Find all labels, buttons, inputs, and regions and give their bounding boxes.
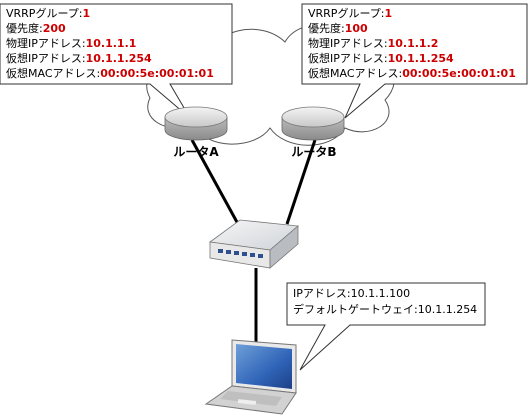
router-b-label-0: VRRPグループ:: [308, 6, 385, 20]
router-a-label-4: 仮想MACアドレス:: [6, 66, 100, 80]
svg-text:仮想IPアドレス:10.1.1.254: 仮想IPアドレス:10.1.1.254: [6, 51, 152, 65]
router-b-label-2: 物理IPアドレス:: [308, 36, 388, 50]
router-a-value-0: 1: [83, 7, 91, 20]
router-a-value-4: 00:00:5e:00:01:01: [100, 67, 214, 80]
router-a-callout: VRRPグループ:1 優先度:200 物理IPアドレス:10.1.1.1 仮想I…: [0, 3, 233, 119]
router-b-label-1: 優先度:: [308, 21, 345, 35]
router-b-value-3: 10.1.1.254: [388, 52, 454, 65]
svg-text:優先度:200: 優先度:200: [6, 21, 66, 35]
pc-ip-address: IPアドレス:10.1.1.100: [293, 287, 410, 300]
router-a-value-2: 10.1.1.1: [86, 37, 137, 50]
switch-icon: [208, 219, 299, 269]
svg-text:優先度:100: 優先度:100: [308, 21, 368, 35]
router-b-callout: VRRPグループ:1 優先度:100 物理IPアドレス:10.1.1.2 仮想I…: [301, 3, 528, 119]
router-b-name: ルータB: [291, 145, 336, 159]
router-b-value-0: 1: [385, 7, 393, 20]
router-a-label-2: 物理IPアドレス:: [6, 36, 86, 50]
svg-text:仮想IPアドレス:10.1.1.254: 仮想IPアドレス:10.1.1.254: [308, 51, 454, 65]
pc-default-gateway: デフォルトゲートウェイ:10.1.1.254: [293, 302, 477, 316]
link-router-a-switch: [190, 139, 240, 225]
router-a-label-3: 仮想IPアドレス:: [6, 51, 86, 65]
switch-ports: [218, 249, 263, 258]
router-a-label-0: VRRPグループ:: [6, 6, 83, 20]
router-a-name: ルータA: [173, 145, 219, 159]
svg-text:VRRPグループ:1: VRRPグループ:1: [308, 6, 392, 20]
router-b-value-1: 100: [345, 22, 368, 35]
router-a-label-1: 優先度:: [6, 21, 43, 35]
laptop-icon: [204, 339, 297, 415]
router-a-value-1: 200: [43, 22, 66, 35]
svg-text:VRRPグループ:1: VRRPグループ:1: [6, 6, 90, 20]
router-b-label-4: 仮想MACアドレス:: [308, 66, 402, 80]
svg-text:仮想MACアドレス:00:00:5e:00:01:01: 仮想MACアドレス:00:00:5e:00:01:01: [308, 66, 516, 80]
router-a-icon: [164, 106, 228, 141]
router-b-icon: [281, 106, 345, 141]
network-links: [190, 139, 317, 347]
router-b-value-4: 00:00:5e:00:01:01: [402, 67, 516, 80]
svg-text:物理IPアドレス:10.1.1.2: 物理IPアドレス:10.1.1.2: [308, 36, 438, 50]
router-a-value-3: 10.1.1.254: [86, 52, 152, 65]
router-b-label-3: 仮想IPアドレス:: [308, 51, 388, 65]
svg-text:物理IPアドレス:10.1.1.1: 物理IPアドレス:10.1.1.1: [6, 36, 136, 50]
router-b-value-2: 10.1.1.2: [388, 37, 439, 50]
svg-text:仮想MACアドレス:00:00:5e:00:01:01: 仮想MACアドレス:00:00:5e:00:01:01: [6, 66, 214, 80]
link-router-b-switch: [285, 139, 317, 225]
pc-callout: IPアドレス:10.1.1.100 デフォルトゲートウェイ:10.1.1.254: [286, 282, 486, 371]
